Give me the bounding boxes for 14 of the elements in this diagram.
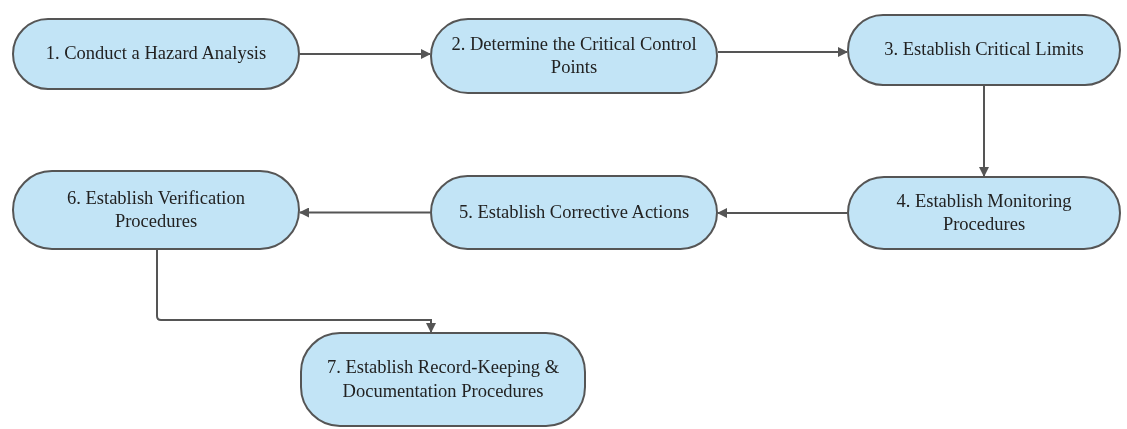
arrow [717,47,848,57]
arrow [299,207,431,218]
arrow [717,208,848,218]
step-label: 5. Establish Corrective Actions [458,200,690,224]
step-label: 3. Establish Critical Limits [884,38,1084,62]
step-label: 4. Establish Monitoring Procedures [895,189,1073,236]
arrow [156,249,436,333]
process-step [300,332,586,427]
step-label: 7. Establish Record-Keeping & Documentation Procedures [325,356,561,403]
step-label: 1. Conduct a Hazard Analysis [45,42,267,66]
arrow [299,49,431,59]
step-label: 6. Establish Verification Procedures [66,186,246,233]
arrow [979,85,989,177]
step-label: 2. Determine the Critical Control Points [450,32,698,79]
